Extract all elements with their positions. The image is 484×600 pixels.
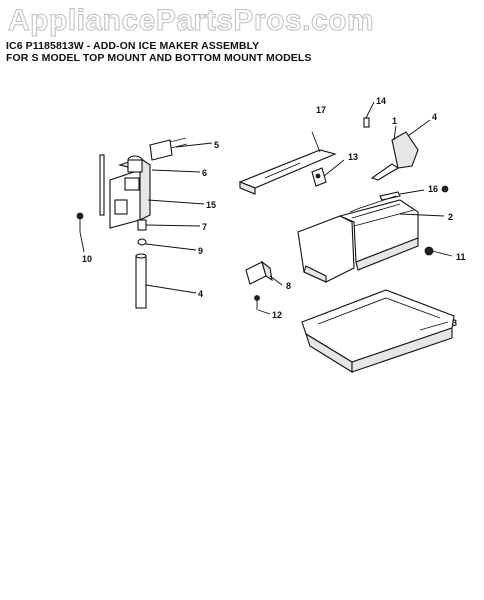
diagram-title-line-2: FOR S MODEL TOP MOUNT AND BOTTOM MOUNT M… [6, 52, 312, 64]
callout-14: 14 [376, 96, 386, 106]
callout-12: 12 [272, 310, 282, 320]
diagram-title-line-1: IC6 P1185813W - ADD-ON ICE MAKER ASSEMBL… [6, 40, 260, 52]
callout-8: 8 [286, 281, 291, 291]
part-13-clip [311, 167, 327, 187]
part-1-cover [370, 125, 419, 181]
callout-4-lower: 4 [198, 289, 203, 299]
part-7-clip [137, 219, 147, 231]
leader-lines [79, 101, 453, 331]
part-9-grommet [137, 238, 147, 246]
callout-10: 10 [82, 254, 92, 264]
callout-16: 16 [428, 184, 438, 194]
part-4-fill-tube [135, 253, 147, 309]
callout-2: 2 [448, 212, 453, 222]
part-3-ice-bin [301, 289, 455, 373]
callout-13: 13 [348, 152, 358, 162]
callout-1: 1 [392, 116, 397, 126]
callout-3: 3 [452, 318, 457, 328]
part-nut-upper [441, 185, 449, 193]
callout-4-upper: 4 [432, 112, 437, 122]
part-10-screw [76, 212, 84, 232]
part-14-screw [363, 117, 370, 128]
callout-17: 17 [316, 105, 326, 115]
part-fill-valve-assembly [99, 154, 151, 229]
part-5-connector [149, 137, 188, 161]
part-16-pin [379, 191, 401, 201]
callout-5: 5 [214, 140, 219, 150]
part-12-screw [254, 295, 260, 310]
part-2-ice-maker-body [297, 195, 419, 283]
callout-11: 11 [456, 252, 466, 262]
part-17-mounting-bracket [238, 131, 337, 195]
watermark: AppliancePartsPros.com [8, 4, 375, 38]
part-8-bracket [245, 260, 273, 285]
callout-9: 9 [198, 246, 203, 256]
callout-6: 6 [202, 168, 207, 178]
part-11-nut [424, 246, 434, 256]
callout-7: 7 [202, 222, 207, 232]
callout-15: 15 [206, 200, 216, 210]
